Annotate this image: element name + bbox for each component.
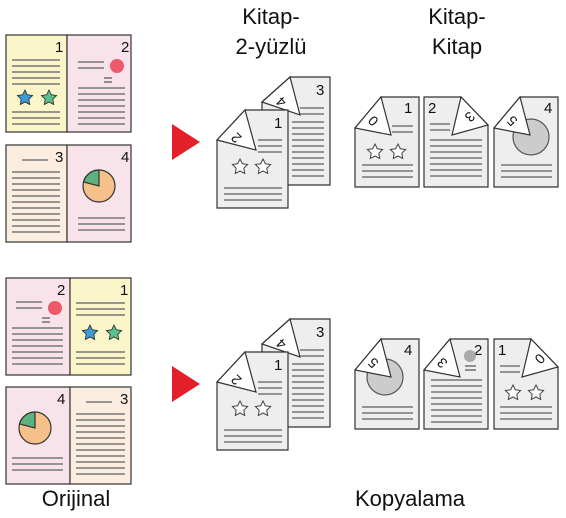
page-number: 1 <box>404 100 412 117</box>
dot-icon <box>464 350 476 362</box>
header-book-to-duplex-line1: Kitap- <box>242 4 300 29</box>
copy-duplex-top: 3 4 1 2 <box>215 75 331 209</box>
page-number: 4 <box>544 100 552 117</box>
header-book-to-book-line1: Kitap- <box>428 4 486 29</box>
page-number: 1 <box>274 357 282 374</box>
page-number: 4 <box>121 149 129 166</box>
original-bottom-spread-2: 4 3 <box>5 386 132 485</box>
page-number: 1 <box>120 282 128 299</box>
page-number: 4 <box>57 391 65 408</box>
pie-icon <box>82 169 116 203</box>
page-number: 3 <box>120 391 128 408</box>
label-copying: Kopyalama <box>354 486 466 511</box>
page-number: 2 <box>428 100 436 117</box>
header-book-to-duplex-line2: 2-yüzlü <box>235 34 307 59</box>
copy-book-top: 1 0 2 3 <box>353 95 559 188</box>
page-number: 3 <box>316 82 324 99</box>
dot-icon <box>48 301 62 315</box>
pie-icon <box>18 411 52 445</box>
original-bottom-spread-1: 2 1 <box>5 277 132 376</box>
page-number: 2 <box>474 342 482 359</box>
page-number: 3 <box>316 324 324 341</box>
page-number: 2 <box>121 39 129 56</box>
header-book-to-book-line2: Kitap <box>431 34 483 59</box>
label-original: Orijinal <box>41 486 111 511</box>
copy-duplex-bottom: 3 4 1 2 <box>215 317 331 451</box>
page-number: 2 <box>57 282 65 299</box>
page-number: 1 <box>55 39 63 56</box>
copy-book-bottom: 4 5 2 3 1 0 <box>353 337 560 430</box>
page-number: 3 <box>55 149 63 166</box>
original-top-spread-2: 3 4 <box>5 144 132 243</box>
original-top-spread-1: 1 2 <box>5 34 132 133</box>
page-number: 1 <box>274 115 282 132</box>
page-number: 1 <box>498 342 506 359</box>
arrow-icon <box>172 366 200 402</box>
page-number: 4 <box>404 342 412 359</box>
dot-icon <box>110 59 124 73</box>
arrow-icon <box>172 124 200 160</box>
